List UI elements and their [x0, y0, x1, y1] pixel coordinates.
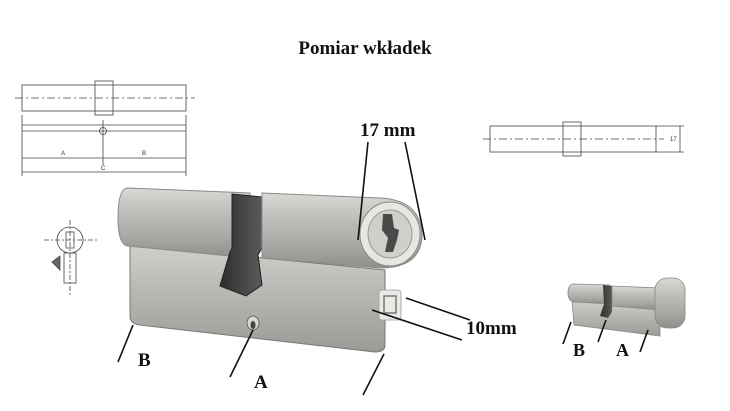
label-side-b: B: [138, 350, 151, 371]
pointer-small-b: [562, 321, 572, 345]
drawing-label-a: A: [61, 151, 65, 157]
technical-drawing-profile: [483, 121, 684, 157]
label-17mm: 17 mm: [360, 120, 416, 141]
keyway: [382, 214, 399, 252]
lock-cylinder-main: [117, 187, 423, 353]
pointer-side-a: [229, 329, 254, 378]
pointer-10mm-bottom: [371, 309, 463, 341]
pointer-end: [362, 353, 385, 396]
thumb-turn-knob: [654, 277, 686, 329]
technical-drawing-side: [44, 220, 98, 296]
drawing-label-height: 17: [670, 137, 677, 143]
pointer-small-a2: [639, 329, 649, 353]
pointer-17mm-right: [404, 141, 426, 241]
label-10mm: 10mm: [466, 318, 517, 339]
label-small-b: B: [573, 340, 586, 360]
measurement-lines: [117, 141, 649, 396]
drawing-label-b: B: [142, 151, 146, 157]
label-side-a: A: [254, 372, 268, 393]
drawing-label-c: C: [101, 166, 106, 172]
pointer-10mm-top: [405, 297, 471, 321]
page-title: Pomiar wkładek: [298, 38, 432, 59]
technical-drawing-top: [15, 80, 195, 176]
lock-cylinder-thumbturn: [567, 277, 686, 337]
pointer-side-b: [117, 324, 134, 363]
label-small-a: A: [616, 340, 629, 360]
pointer-17mm-left: [357, 141, 369, 241]
pointer-small-a1: [597, 319, 607, 343]
